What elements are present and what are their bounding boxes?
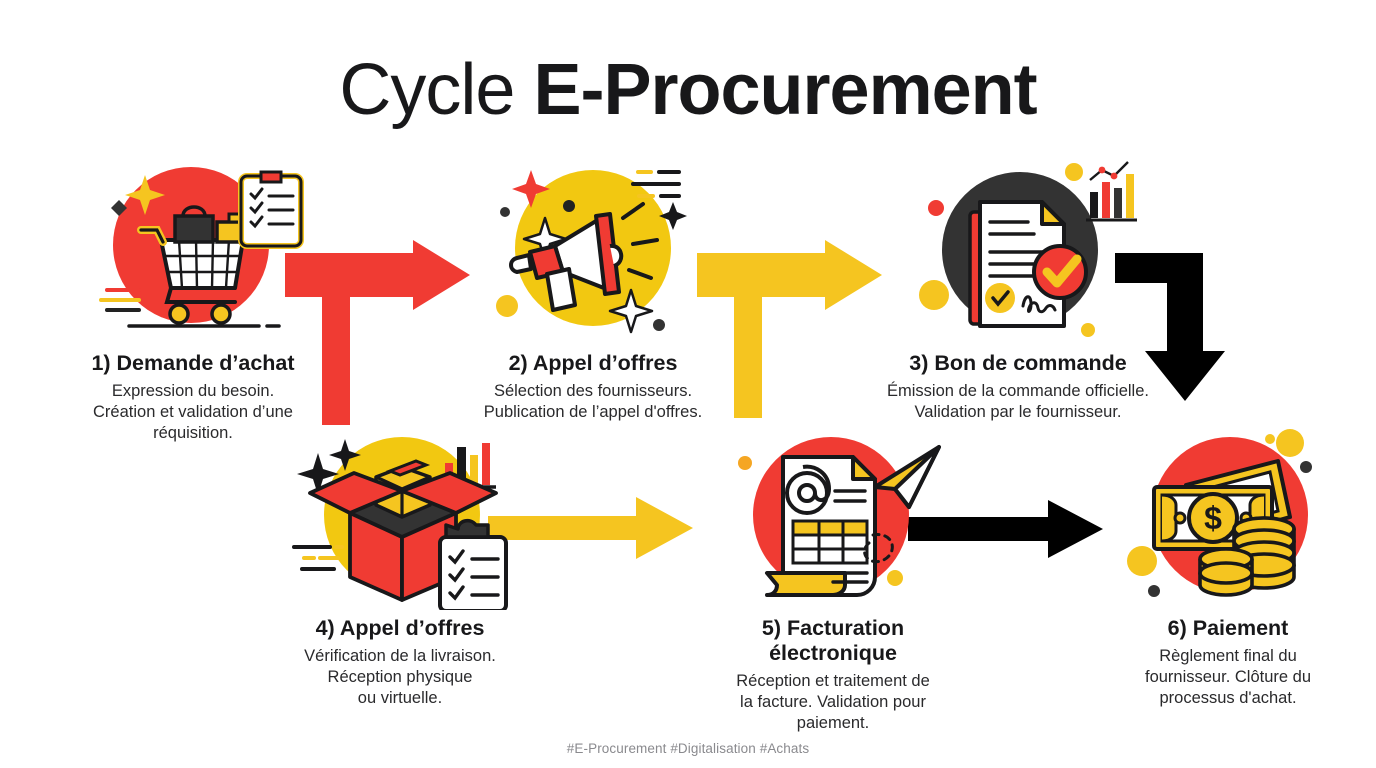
page-title-light: Cycle <box>339 50 534 130</box>
step-2-title: 2) Appel d’offres <box>508 351 678 375</box>
step-1-description: Expression du besoin. Création et valida… <box>93 382 293 442</box>
step-5-title: 5) Facturation électronique <box>761 616 905 665</box>
step-4: 4) Appel d’offres Vérification de la liv… <box>255 425 545 709</box>
signed-document-icon <box>908 160 1137 345</box>
money-payment-icon: $ <box>1118 425 1338 610</box>
step-2-description: Sélection des fournisseurs. Publication … <box>483 382 703 421</box>
step-4-title: 4) Appel d’offres <box>315 616 485 640</box>
step-6-title: 6) Paiement <box>1167 616 1289 640</box>
step-1: 1) Demande d’achat Expression du besoin.… <box>48 160 338 444</box>
step-6-description: Règlement final du fournisseur. Clôture … <box>1144 647 1311 707</box>
arrow-step3-to-step4 <box>1115 253 1225 401</box>
footer-hashtags: #E-Procurement #Digitalisation #Achats <box>566 741 810 756</box>
arrow-step1-to-step2 <box>285 240 470 425</box>
svg-text:$: $ <box>1204 500 1222 536</box>
megaphone-icon <box>483 160 703 345</box>
step-3: 3) Bon de commande Émission de la comman… <box>858 160 1178 423</box>
step-2: 2) Appel d’offres Sélection des fourniss… <box>448 160 738 423</box>
step-6: $ <box>1088 425 1368 709</box>
step-1-title: 1) Demande d’achat <box>91 351 295 375</box>
step-5: 5) Facturation électronique Réception et… <box>688 425 978 734</box>
arrow-step4-to-step5 <box>488 497 693 559</box>
arrow-step2-to-step3 <box>697 240 882 418</box>
open-box-delivery-icon <box>290 425 510 610</box>
page-title: Cycle E-Procurement <box>0 52 1376 128</box>
step-3-title: 3) Bon de commande <box>909 351 1127 375</box>
step-4-description: Vérification de la livraison. Réception … <box>304 647 496 707</box>
step-3-description: Émission de la commande officielle. Vali… <box>887 382 1149 421</box>
shopping-cart-icon <box>83 160 304 345</box>
e-invoice-icon <box>723 425 943 610</box>
page-title-bold: E-Procurement <box>533 50 1037 130</box>
arrow-step5-to-step6 <box>908 500 1103 558</box>
step-5-description: Réception et traitement de la facture. V… <box>736 672 930 732</box>
